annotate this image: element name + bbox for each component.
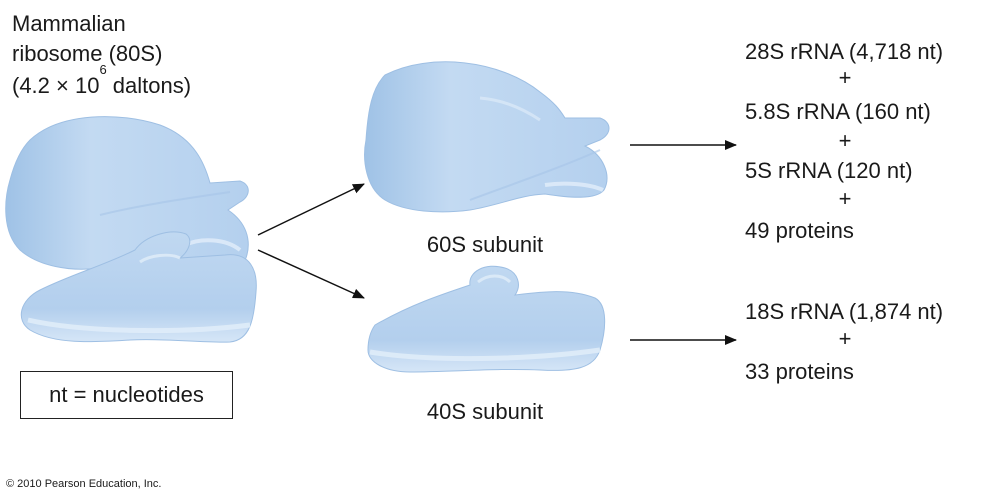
component-5s-rrna: 5S rRNA (120 nt) xyxy=(745,158,913,183)
legend-box: nt = nucleotides xyxy=(20,371,233,419)
ribosome-label-line1: Mammalian xyxy=(12,11,126,36)
subunit-40s-label: 40S subunit xyxy=(426,399,544,424)
component-5-8s-rrna: 5.8S rRNA (160 nt) xyxy=(745,99,931,124)
copyright-notice: © 2010 Pearson Education, Inc. xyxy=(6,478,162,490)
ribosome-mass: (4.2 × 106 daltons) xyxy=(12,63,192,99)
plus-sign: + xyxy=(838,128,852,153)
plus-sign: + xyxy=(838,186,852,211)
ribosome-mass-suffix: daltons) xyxy=(106,73,192,98)
subunit-40s-shape xyxy=(367,265,606,373)
arrow-to-40s xyxy=(257,249,365,299)
plus-sign: + xyxy=(838,326,852,351)
legend-text: nt = nucleotides xyxy=(49,382,204,407)
plus-sign: + xyxy=(838,65,852,90)
ribosome-mass-exponent: 6 xyxy=(99,62,107,77)
component-33-proteins: 33 proteins xyxy=(745,359,854,384)
subunit-60s-shape xyxy=(364,61,610,213)
component-28s-rrna: 28S rRNA (4,718 nt) xyxy=(745,39,944,64)
component-18s-rrna: 18S rRNA (1,874 nt) xyxy=(745,299,944,324)
ribosome-80s-small xyxy=(20,231,257,343)
ribosome-80s-large xyxy=(5,116,249,270)
ribosome-label-line2: ribosome (80S) xyxy=(12,41,163,66)
ribosome-mass-prefix: (4.2 × 10 xyxy=(12,73,100,98)
arrow-to-60s xyxy=(257,183,365,236)
component-49-proteins: 49 proteins xyxy=(745,218,854,243)
subunit-60s-label: 60S subunit xyxy=(426,232,544,257)
